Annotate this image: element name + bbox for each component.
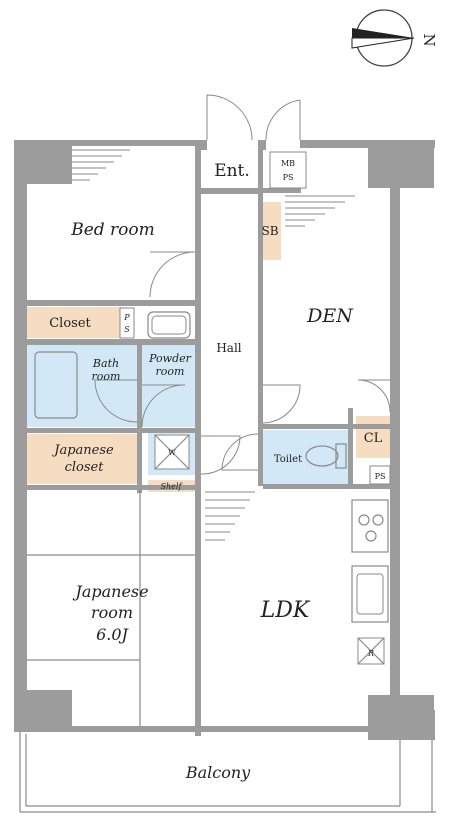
bed-room-label: Bed room [70,220,155,240]
powder-room-fill [142,345,198,427]
compass-north-label: N [420,33,438,46]
bath-room-label-line2: room [92,370,121,383]
hatching [72,149,355,541]
cl-fill [356,416,390,458]
toilet-label: Toilet [274,454,302,465]
compass-arrow-lower [351,37,415,49]
powder-room-label-line2: room [156,365,185,378]
ldk-label: LDK [260,598,311,623]
japanese-closet-label-line2: closet [65,460,105,475]
walls [14,140,435,740]
labels: Ent. MB PS SB Bed room DEN Hall Closet P… [49,159,385,782]
ps-small-label-s: S [124,325,130,334]
closet-fill [27,307,124,338]
ps-kitchen-box [369,465,391,485]
shoe-box-fill [259,202,281,260]
washer-label: W [168,449,176,457]
compass-arrow-upper [352,28,414,38]
den-label: DEN [306,305,354,327]
closet-label: Closet [49,316,91,331]
balcony-label: Balcony [185,763,251,782]
bathtub [34,351,78,419]
fridge-space [357,637,385,665]
ps-kitchen-label: PS [375,472,386,481]
bath-room-fill [27,345,137,427]
toilet-fill [262,430,348,484]
tatami-lines [27,490,195,726]
shoe-box-label: SB [261,224,278,238]
mb-label: MB [281,159,295,168]
japanese-closet-fill [27,434,139,484]
ps-small-box [119,307,135,339]
japanese-room-label-line3: 6.0J [96,625,129,644]
shelf-label: Shelf [161,482,184,491]
hall-label: Hall [216,341,241,355]
japanese-room-label-line2: room [91,603,133,622]
door-swings [94,251,391,475]
kitchen-sink [351,565,389,623]
toilet-bowl [305,445,339,467]
compass: N [351,9,438,67]
japanese-room-label-line1: Japanese [72,582,148,601]
entrance-doors [206,94,301,141]
cl-label: CL [364,431,383,446]
ps-small-label-p: P [123,313,130,322]
mb-ps-box [269,151,307,189]
entrance-label: Ent. [214,161,250,181]
balcony [19,732,436,813]
japanese-closet-label-line1: Japanese [51,443,114,458]
powder-sink [147,311,191,339]
bath-room-label-line1: Bath [92,357,119,370]
fridge-label: R [367,649,374,658]
fixtures [34,151,391,665]
stove [351,499,389,553]
ps-label: PS [283,173,294,182]
powder-room-label-line1: Powder [148,352,192,365]
